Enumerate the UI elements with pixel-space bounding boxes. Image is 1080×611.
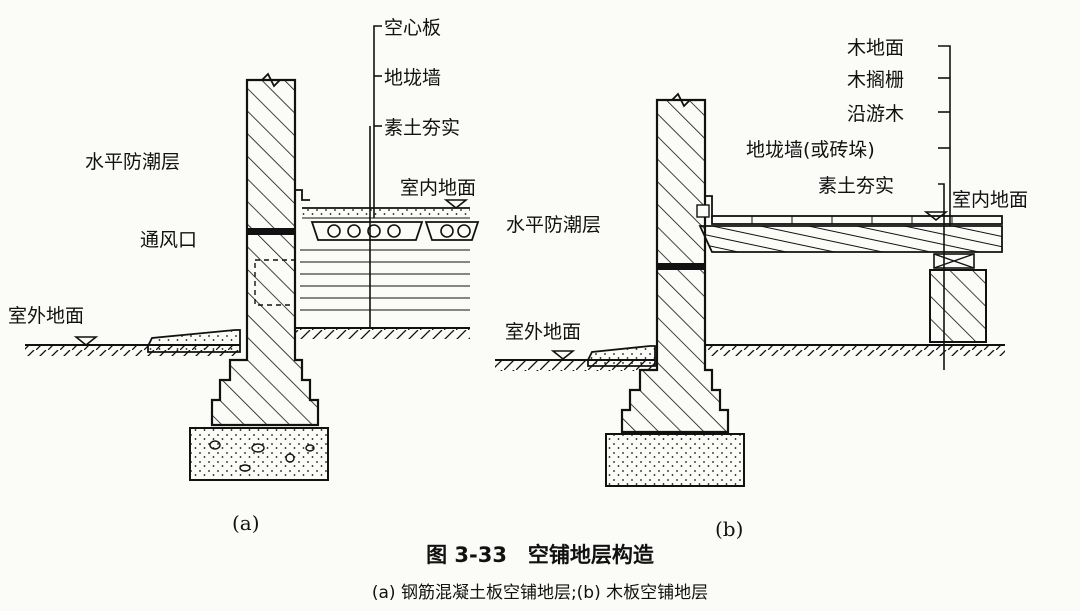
label-sleeper-wall-or-pier: 地垅墙(或砖垛) — [746, 139, 875, 161]
footing-b — [605, 433, 745, 487]
label-compacted-soil-b: 素土夯实 — [818, 175, 894, 197]
label-hollow-slab: 空心板 — [384, 17, 441, 39]
brick-pier — [929, 269, 987, 343]
vent-a — [254, 259, 296, 306]
label-wall-plate: 沿游木 — [847, 103, 904, 125]
label-dpc-b: 水平防潮层 — [506, 214, 601, 236]
diagram-b: 木地面 木搁栅 沿游木 地垅墙(或砖垛) 素土夯实 室内地面 水平防潮层 室外地… — [495, 37, 1028, 541]
footing-a — [189, 427, 329, 481]
joist — [698, 225, 1003, 253]
hollow-slab — [310, 221, 480, 241]
dpc-a — [247, 228, 295, 235]
sublabel-b: (b) — [715, 517, 743, 541]
apron-a — [147, 329, 241, 353]
label-indoor-floor-b: 室内地面 — [952, 189, 1028, 211]
label-outdoor-ground-b: 室外地面 — [505, 321, 581, 343]
label-indoor-floor-a: 室内地面 — [400, 177, 476, 199]
dpc-b — [657, 263, 705, 270]
sleeper-wall-a — [300, 249, 470, 311]
label-wood-floor: 木地面 — [847, 37, 904, 59]
figure-title: 图 3-33 空铺地层构造 — [426, 543, 655, 567]
apron-b — [587, 345, 656, 367]
wood-floor — [711, 215, 1003, 225]
ground-b — [495, 344, 1005, 371]
label-sleeper-wall: 地垅墙 — [384, 67, 441, 89]
label-compacted-soil: 素土夯实 — [384, 117, 460, 139]
label-vent: 通风口 — [140, 229, 197, 251]
figure-caption: (a) 钢筋混凝土板空铺地层;(b) 木板空铺地层 — [372, 583, 708, 603]
sublabel-a: (a) — [232, 511, 260, 535]
label-joist: 木搁栅 — [847, 69, 904, 91]
label-dpc-a: 水平防潮层 — [85, 151, 180, 173]
wall-a — [210, 78, 320, 427]
label-outdoor-ground-a: 室外地面 — [8, 305, 84, 327]
diagram-a: 空心板 地垅墙 素土夯实 水平防潮层 室内地面 通风口 室外地面 (a) — [8, 17, 480, 535]
